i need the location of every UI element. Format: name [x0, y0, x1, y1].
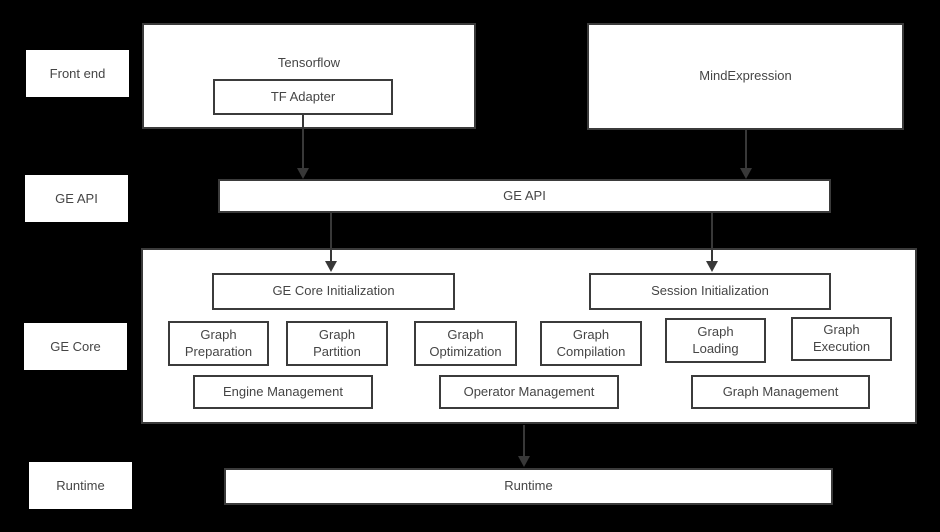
node-mindexpression: MindExpression [587, 23, 904, 130]
arrow-ge-core-to-runtime [518, 425, 530, 467]
row-label-front-end: Front end [26, 50, 129, 97]
node-session-initialization: Session Initialization [589, 273, 831, 310]
node-graph-execution: Graph Execution [791, 317, 892, 361]
node-graph-loading-label: Graph Loading [692, 323, 739, 356]
arrow-mindexpression-to-ge-api [740, 130, 752, 179]
node-tensorflow-label: Tensorflow [277, 55, 341, 70]
node-graph-management: Graph Management [691, 375, 870, 409]
node-graph-execution-label: Graph Execution [812, 322, 871, 354]
node-engine-management: Engine Management [193, 375, 373, 409]
node-ge-api: GE API [218, 179, 831, 213]
node-graph-optimization-label: Graph Optimization [429, 326, 502, 359]
node-runtime: Runtime [224, 468, 833, 505]
node-graph-optimization: Graph Optimization [414, 321, 517, 366]
row-label-runtime: Runtime [29, 462, 132, 509]
node-tf-adapter: TF Adapter [213, 79, 393, 115]
node-ge-core-initialization: GE Core Initialization [212, 273, 455, 310]
node-graph-preparation: Graph Preparation [168, 321, 269, 366]
row-label-ge-core: GE Core [24, 323, 127, 370]
node-graph-partition: Graph Partition [286, 321, 388, 366]
node-graph-loading: Graph Loading [665, 318, 766, 363]
node-graph-compilation: Graph Compilation [540, 321, 642, 366]
row-label-ge-api: GE API [25, 175, 128, 222]
node-graph-compilation-label: Graph Compilation [556, 326, 626, 359]
node-graph-partition-label: Graph Partition [313, 326, 361, 359]
node-operator-management: Operator Management [439, 375, 619, 409]
node-graph-preparation-label: Graph Preparation [184, 326, 253, 359]
